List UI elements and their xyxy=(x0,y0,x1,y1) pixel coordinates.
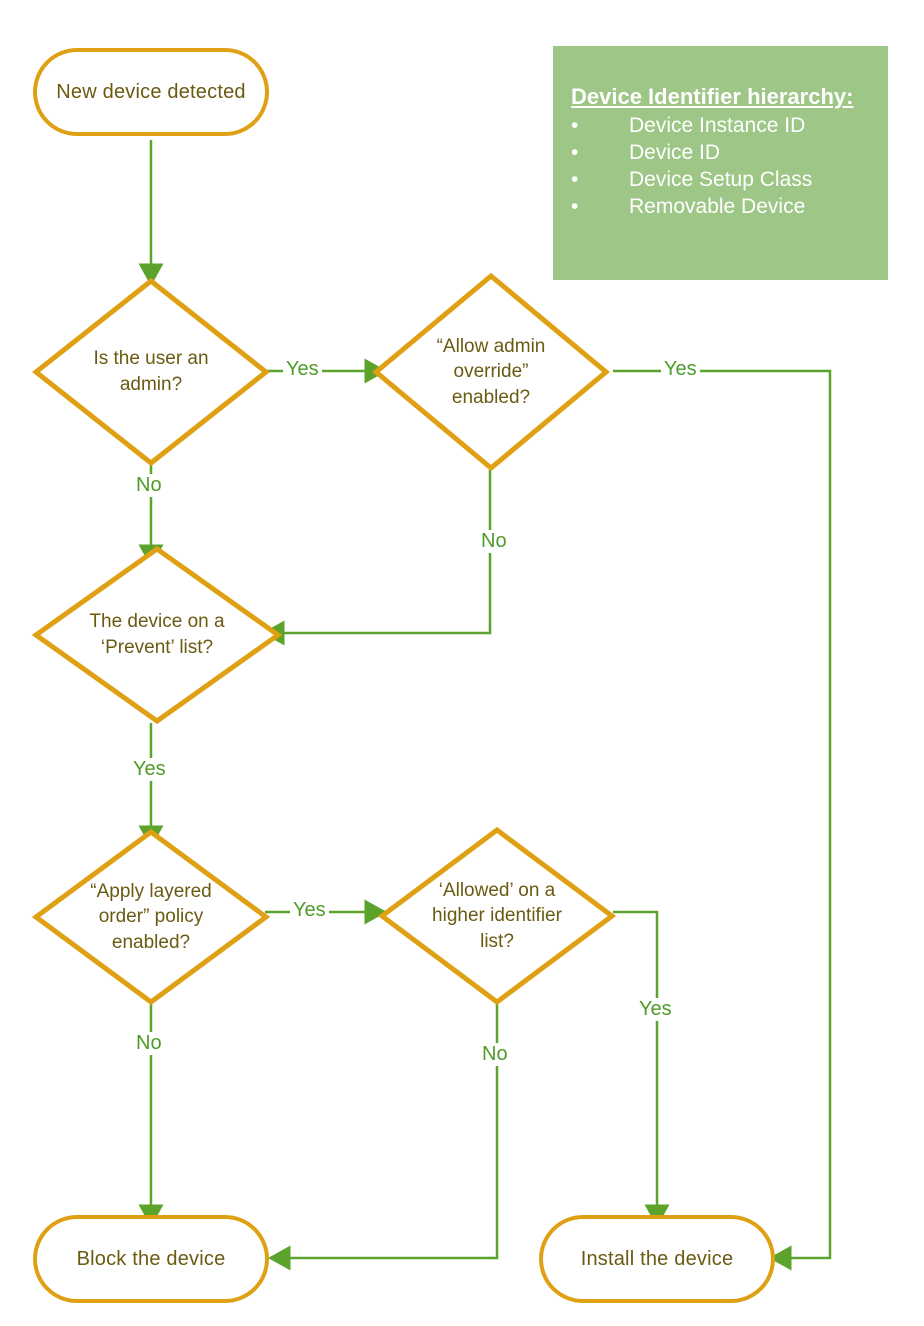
edge-label-allowed-higher-yes: Yes xyxy=(636,998,675,1021)
node-label-prevent-list: The device on a ‘Prevent’ list? xyxy=(89,611,225,658)
legend-item-label: Device Instance ID xyxy=(629,114,806,137)
node-new-device-detected[interactable]: New device detected xyxy=(33,48,269,136)
legend-list: • Device Instance ID • Device ID • Devic… xyxy=(553,114,888,219)
legend-item-label: Device ID xyxy=(629,141,721,164)
edge-allowed-higher-yes xyxy=(613,910,670,1227)
node-apply-layered-order[interactable]: “Apply layered order” policy enabled? xyxy=(31,828,271,1006)
node-label-start: New device detected xyxy=(56,80,246,103)
legend-device-identifier-hierarchy: Device Identifier hierarchy: • Device In… xyxy=(553,46,888,280)
legend-title: Device Identifier hierarchy: xyxy=(571,84,854,109)
edge-label-admin-override-no: No xyxy=(478,530,510,553)
legend-item: • Device Instance ID xyxy=(553,114,888,138)
edge-admin-override-yes xyxy=(613,369,832,1271)
node-label-block: Block the device xyxy=(76,1247,226,1270)
node-allow-admin-override[interactable]: “Allow admin override” enabled? xyxy=(372,272,610,472)
node-label-is-admin: Is the user an admin? xyxy=(93,348,209,395)
node-install-the-device[interactable]: Install the device xyxy=(539,1215,775,1303)
node-label-admin-override: “Allow admin override” enabled? xyxy=(436,335,546,408)
node-label-install: Install the device xyxy=(580,1247,734,1270)
node-allowed-on-higher-identifier-list[interactable]: ‘Allowed’ on a higher identifier list? xyxy=(377,826,617,1006)
node-block-the-device[interactable]: Block the device xyxy=(33,1215,269,1303)
edge-label-is-admin-yes: Yes xyxy=(283,358,322,381)
node-label-layered-order: “Apply layered order” policy enabled? xyxy=(90,880,212,953)
edge-label-prevent-list-yes: Yes xyxy=(130,758,169,781)
node-label-allowed-higher: ‘Allowed’ on a higher identifier list? xyxy=(432,879,562,952)
edge-label-layered-order-yes: Yes xyxy=(290,899,329,922)
bullet-icon: • xyxy=(571,141,579,164)
legend-item: • Device Setup Class xyxy=(553,168,888,192)
legend-item-label: Device Setup Class xyxy=(629,168,813,191)
edge-label-admin-override-yes: Yes xyxy=(661,358,700,381)
bullet-icon: • xyxy=(571,195,579,218)
edge-label-is-admin-no: No xyxy=(133,474,165,497)
bullet-icon: • xyxy=(571,114,579,137)
legend-item-label: Removable Device xyxy=(629,195,806,218)
bullet-icon: • xyxy=(571,168,579,191)
edge-allowed-higher-no xyxy=(268,1000,499,1271)
node-device-on-prevent-list[interactable]: The device on a ‘Prevent’ list? xyxy=(31,545,283,725)
edge-admin-override-no xyxy=(262,470,492,646)
edge-label-layered-order-no: No xyxy=(133,1032,165,1055)
edge-label-allowed-higher-no: No xyxy=(479,1043,511,1066)
node-is-user-admin[interactable]: Is the user an admin? xyxy=(31,277,271,467)
legend-item: • Removable Device xyxy=(553,195,888,219)
legend-item: • Device ID xyxy=(553,141,888,165)
